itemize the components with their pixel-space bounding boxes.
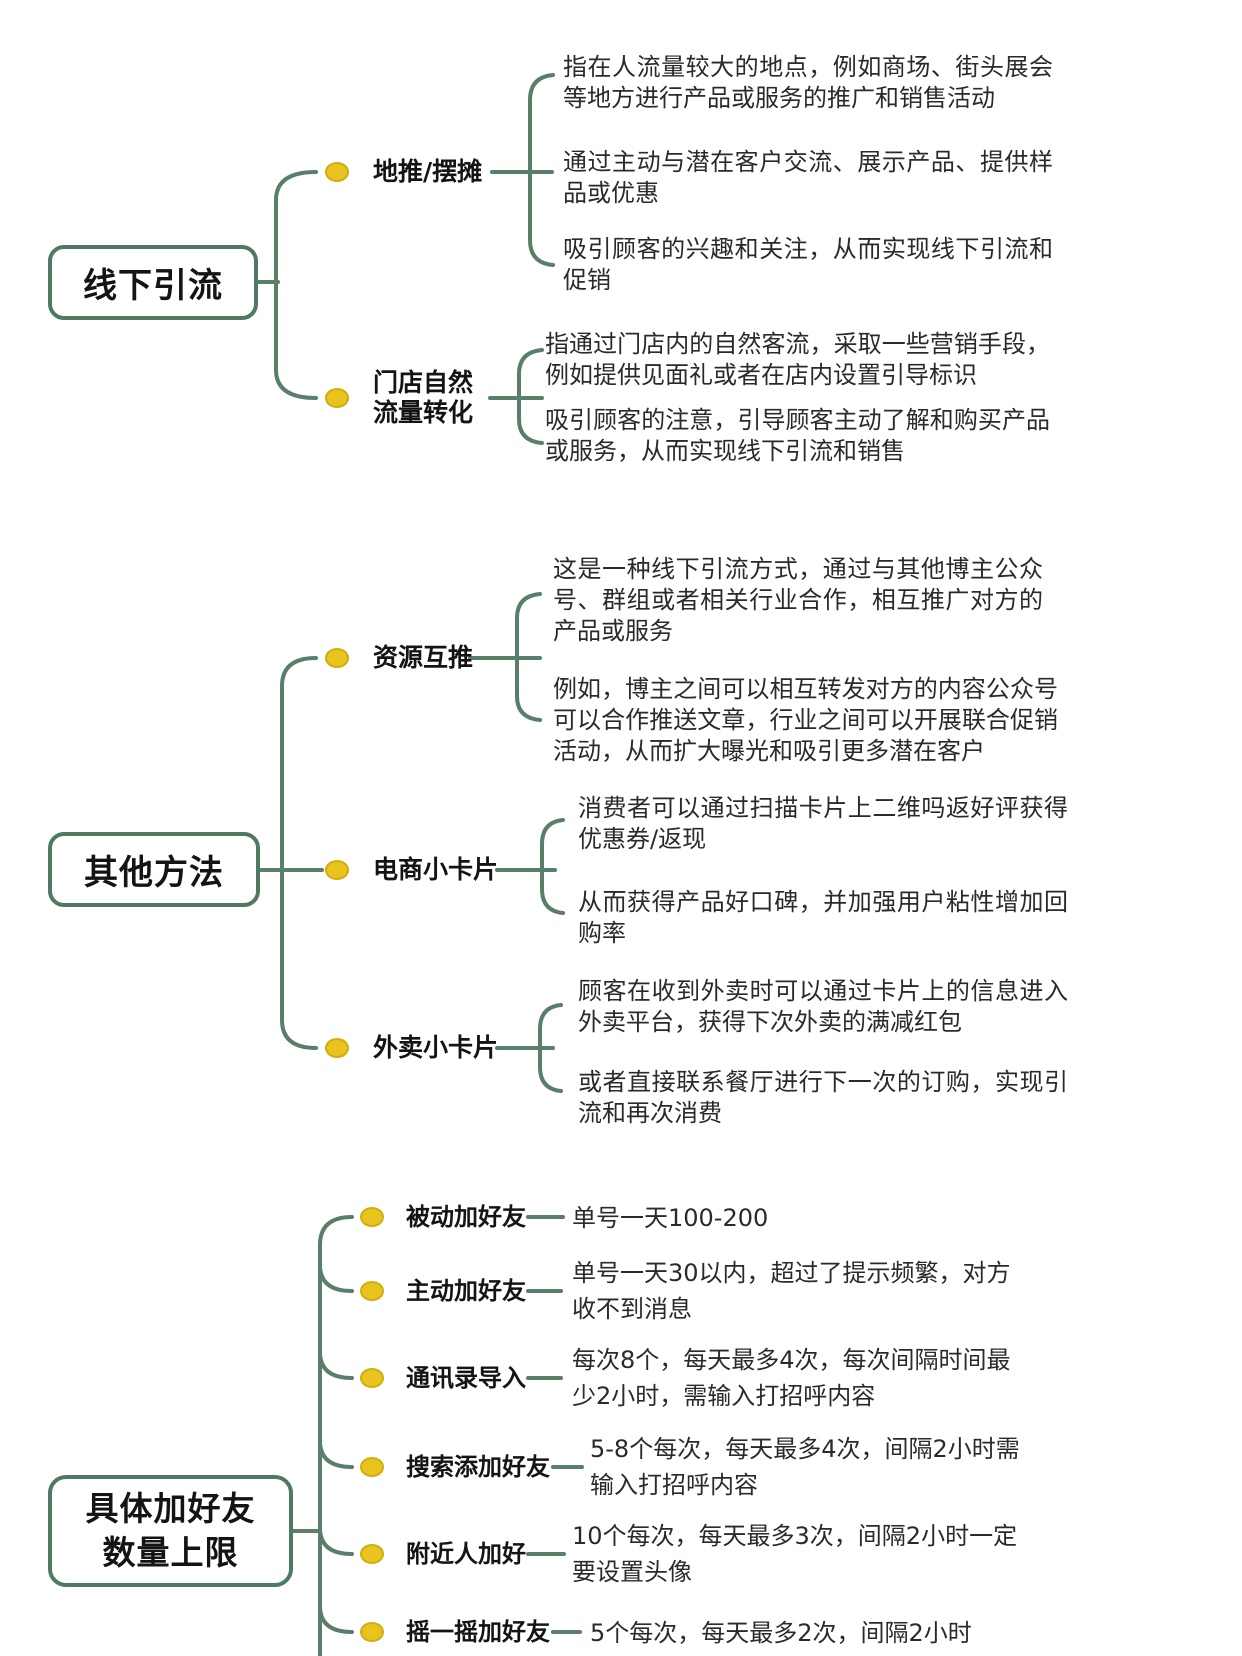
topic-bullet-icon — [325, 162, 349, 182]
note-text[interactable]: 指在人流量较大的地点，例如商场、街头展会等地方进行产品或服务的推广和销售活动 — [563, 53, 1053, 112]
limit-text[interactable]: 每次8个，每天最多4次，每次间隔时间最少2小时，需输入打招呼内容 — [572, 1346, 1011, 1410]
root-node-friend-add-limits[interactable]: 具体加好友 数量上限 — [48, 1475, 293, 1587]
topic-label-line1: 门店自然 — [373, 368, 474, 397]
branch1-child1-bracket — [528, 73, 555, 267]
topic-label-ecommerce-card[interactable]: 电商小卡片 — [373, 854, 498, 886]
topic-label-text: 附近人加好 — [406, 1540, 526, 1568]
branch2-child3-bracket — [538, 1003, 563, 1093]
limit-text[interactable]: 单号一天30以内，超过了提示频繁，对方收不到消息 — [572, 1259, 1011, 1323]
note-text[interactable]: 例如，博主之间可以相互转发对方的内容公众号可以合作推送文章，行业之间可以开展联合… — [553, 675, 1058, 765]
root-node-offline-traffic[interactable]: 线下引流 — [48, 245, 258, 320]
topic-label-passive-add[interactable]: 被动加好友 — [406, 1201, 526, 1233]
topic-bullet-icon — [360, 1622, 384, 1642]
topic-label-text: 被动加好友 — [406, 1203, 526, 1231]
branch2-child2-bracket — [540, 818, 565, 915]
topic-label-nearby-add[interactable]: 附近人加好 — [406, 1538, 526, 1570]
note-text[interactable]: 通过主动与潜在客户交流、展示产品、提供样品或优惠 — [563, 148, 1053, 207]
topic-label-text: 通讯录导入 — [406, 1364, 526, 1392]
limit-text[interactable]: 单号一天100-200 — [572, 1204, 769, 1232]
branch3-hook-5 — [318, 1526, 354, 1556]
note-text[interactable]: 或者直接联系餐厅进行下一次的订购，实现引流和再次消费 — [578, 1068, 1068, 1127]
branch3-hook-4 — [318, 1439, 354, 1469]
limit-text[interactable]: 5-8个每次，每天最多4次，间隔2小时需输入打招呼内容 — [590, 1435, 1020, 1499]
branch2-trunk — [280, 656, 318, 1050]
topic-label-text: 电商小卡片 — [373, 855, 499, 884]
topic-label-mutual-promotion[interactable]: 资源互推 — [373, 642, 473, 674]
topic-label-text: 资源互推 — [373, 643, 474, 672]
topic-label-shake-add[interactable]: 摇一摇加好友 — [406, 1616, 550, 1648]
topic-label-active-add[interactable]: 主动加好友 — [406, 1275, 526, 1307]
topic-bullet-icon — [325, 860, 349, 880]
topic-bullet-icon — [360, 1281, 384, 1301]
branch3-hook-2 — [318, 1263, 354, 1293]
topic-label-search-add[interactable]: 搜索添加好友 — [406, 1451, 550, 1483]
topic-bullet-icon — [325, 1038, 349, 1058]
topic-label-takeout-card[interactable]: 外卖小卡片 — [373, 1032, 498, 1064]
limit-text[interactable]: 10个每次，每天最多3次，间隔2小时一定要设置头像 — [572, 1522, 1018, 1586]
topic-label-text: 摇一摇加好友 — [406, 1618, 550, 1646]
branch3-trunk — [318, 1215, 354, 1656]
branch1-trunk — [274, 170, 318, 400]
topic-bullet-icon — [325, 648, 349, 668]
root-node-label: 其他方法 — [84, 853, 224, 893]
note-text[interactable]: 消费者可以通过扫描卡片上二维吗返好评获得优惠券/返现 — [578, 794, 1068, 853]
note-text[interactable]: 从而获得产品好口碑，并加强用户粘性增加回购率 — [578, 888, 1068, 947]
topic-label-text: 主动加好友 — [406, 1277, 526, 1305]
note-text[interactable]: 这是一种线下引流方式，通过与其他博主公众号、群组或者相关行业合作，相互推广对方的… — [553, 555, 1043, 645]
topic-bullet-icon — [360, 1368, 384, 1388]
note-text[interactable]: 指通过门店内的自然客流，采取一些营销手段，例如提供见面礼或者在店内设置引导标识 — [545, 330, 1050, 389]
branch3-hook-3 — [318, 1350, 354, 1380]
topic-label-text: 外卖小卡片 — [373, 1033, 499, 1062]
note-text[interactable]: 顾客在收到外卖时可以通过卡片上的信息进入外卖平台，获得下次外卖的满减红包 — [578, 977, 1068, 1036]
note-text[interactable]: 吸引顾客的注意，引导顾客主动了解和购买产品或服务，从而实现线下引流和销售 — [545, 406, 1050, 465]
topic-label-text: 搜索添加好友 — [406, 1453, 550, 1481]
branch2-child1-bracket — [515, 592, 542, 722]
topic-label-ditui[interactable]: 地推/摆摊 — [373, 156, 482, 188]
topic-bullet-icon — [360, 1544, 384, 1564]
root-node-label: 线下引流 — [83, 266, 223, 306]
topic-bullet-icon — [360, 1207, 384, 1227]
limit-text[interactable]: 5个每次，每天最多2次，间隔2小时 — [590, 1619, 972, 1647]
root-node-line2: 数量上限 — [102, 1533, 239, 1572]
note-text[interactable]: 吸引顾客的兴趣和关注，从而实现线下引流和促销 — [563, 235, 1053, 294]
root-node-other-methods[interactable]: 其他方法 — [48, 832, 260, 907]
topic-bullet-icon — [360, 1457, 384, 1477]
root-node-line1: 具体加好友 — [85, 1489, 256, 1528]
branch3-hook-6 — [318, 1604, 354, 1634]
topic-label-store-natural-flow[interactable]: 门店自然 流量转化 — [373, 368, 493, 428]
topic-label-text: 地推/摆摊 — [373, 157, 483, 186]
branch1-child2-bracket — [517, 348, 544, 445]
topic-bullet-icon — [325, 388, 349, 408]
topic-label-line2: 流量转化 — [373, 398, 474, 427]
topic-label-contacts-import[interactable]: 通讯录导入 — [406, 1362, 526, 1394]
